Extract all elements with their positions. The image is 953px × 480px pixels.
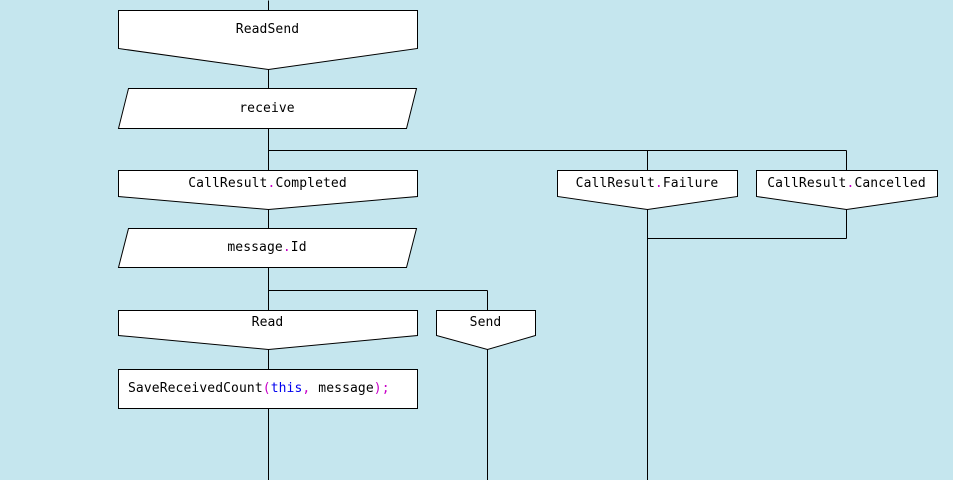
node-callresult-cancelled-shape[interactable] [756,170,938,211]
node-send-shape[interactable] [436,310,536,351]
node-callresult-completed-shape[interactable] [118,170,418,211]
node-save-received-count-shape[interactable] [118,369,418,409]
node-callresult-failure-shape[interactable] [557,170,738,211]
node-readsend-shape[interactable] [118,10,418,71]
node-message-id-shape[interactable] [117,228,418,268]
node-read-shape[interactable] [118,310,418,351]
node-receive-shape[interactable] [117,88,418,129]
